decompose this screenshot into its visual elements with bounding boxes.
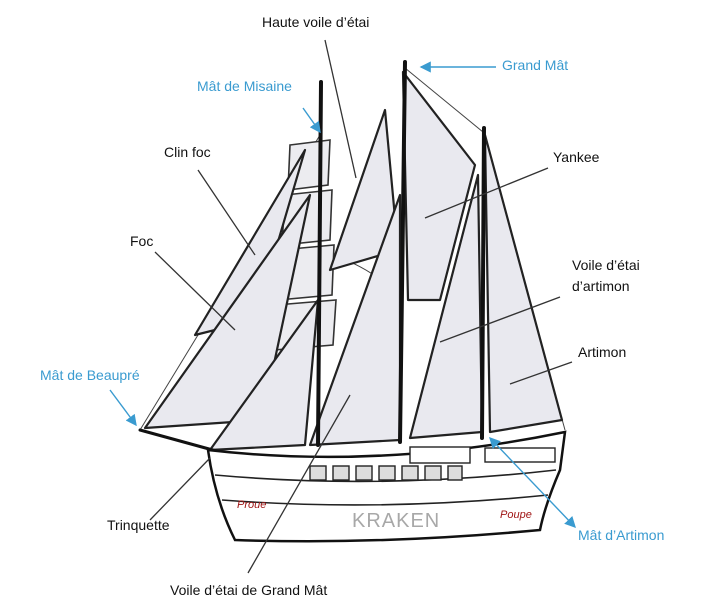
- haute-voile-detai-sail: [328, 108, 400, 272]
- ship-name: KRAKEN: [352, 510, 441, 532]
- mat-dartimon: [480, 126, 486, 440]
- grand-mat: [398, 60, 407, 444]
- label-mat-dartimon: Mât d’Artimon: [578, 527, 665, 543]
- pointer-lines: [109, 39, 576, 574]
- label-voile-detai-dartimon-1: Voile d’étai: [572, 257, 640, 273]
- hull: [206, 430, 567, 543]
- trinquette-sail: [208, 298, 320, 452]
- label-mat-de-misaine: Mât de Misaine: [197, 78, 292, 94]
- mat-de-misaine: [316, 80, 323, 447]
- label-proue: Proue: [237, 499, 267, 511]
- label-voile-detai-de-grand-mat: Voile d’étai de Grand Mât: [170, 582, 328, 598]
- yankee-sail: [401, 70, 477, 302]
- label-artimon: Artimon: [578, 344, 627, 360]
- label-haute-voile-detai: Haute voile d’étai: [262, 14, 370, 30]
- label-foc: Foc: [130, 233, 154, 249]
- label-grand-mat: Grand Mât: [502, 57, 569, 73]
- label-yankee: Yankee: [553, 149, 600, 165]
- voile-detai-dartimon-sail: [408, 173, 484, 440]
- label-poupe: Poupe: [500, 509, 532, 521]
- mat-de-beaupre: [138, 428, 222, 454]
- label-clin-foc: Clin foc: [164, 144, 211, 160]
- label-voile-detai-dartimon-2: d’artimon: [572, 278, 630, 294]
- artimon-sail: [483, 133, 564, 434]
- label-mat-de-beaupre: Mât de Beaupré: [40, 367, 140, 383]
- label-trinquette: Trinquette: [107, 517, 170, 533]
